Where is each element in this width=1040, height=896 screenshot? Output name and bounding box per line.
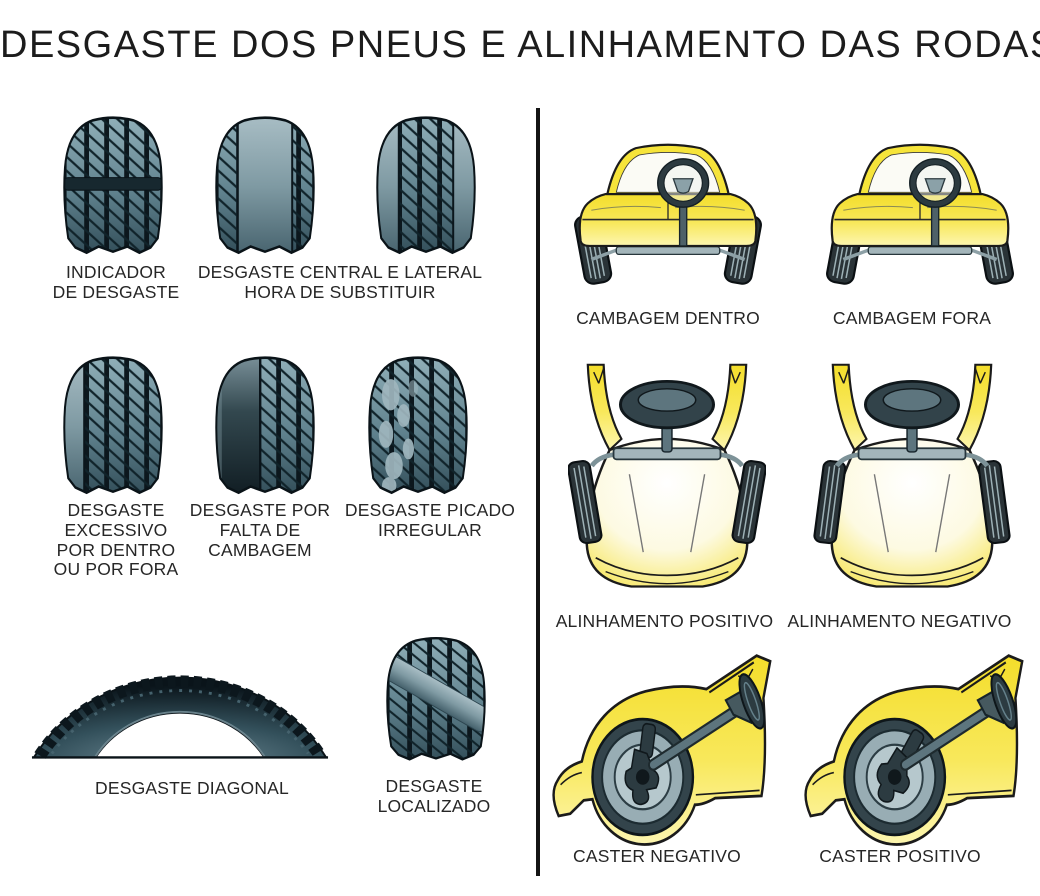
caption-caster-positivo: CASTER POSITIVO	[819, 846, 981, 866]
divider-line	[536, 108, 540, 876]
caption-desgaste-falta-cambagem: DESGASTE POR FALTA DE CAMBAGEM	[189, 500, 331, 560]
tire-wear-indicator-figure	[62, 116, 164, 255]
caption-cambagem-dentro: CAMBAGEM DENTRO	[576, 308, 760, 328]
caption-indicador-de-desgaste: INDICADOR DE DESGASTE	[52, 262, 180, 302]
car-camber-out-figure	[826, 143, 1014, 285]
caption-desgaste-picado: DESGASTE PICADO IRREGULAR	[344, 500, 516, 540]
caption-alinhamento-negativo: ALINHAMENTO NEGATIVO	[787, 611, 1012, 631]
caption-desgaste-diagonal: DESGASTE DIAGONAL	[94, 778, 289, 798]
caption-caster-negativo: CASTER NEGATIVO	[573, 846, 741, 866]
caption-cambagem-fora: CAMBAGEM FORA	[832, 308, 992, 328]
caption-desgaste-central-lateral: DESGASTE CENTRAL E LATERAL HORA DE SUBST…	[197, 262, 483, 302]
caption-desgaste-localizado: DESGASTE LOCALIZADO	[377, 776, 491, 816]
car-caster-positive-figure	[804, 654, 1024, 846]
tire-lateral-wear-figure	[375, 116, 477, 255]
tire-irregular-patch-wear-figure	[367, 356, 469, 495]
car-camber-in-figure	[574, 143, 762, 285]
car-caster-negative-figure	[552, 654, 772, 846]
tire-central-wear-figure	[214, 116, 316, 255]
car-toe-negative-figure	[813, 363, 1011, 588]
page-title: DESGASTE DOS PNEUS E ALINHAMENTO DAS ROD…	[0, 24, 1040, 66]
tire-camber-wear-figure	[214, 356, 316, 495]
caption-desgaste-excessivo: DESGASTE EXCESSIVO POR DENTRO OU POR FOR…	[53, 500, 179, 580]
tire-inner-outer-wear-figure	[62, 356, 164, 495]
car-toe-positive-figure	[568, 363, 766, 588]
tire-diagonal-wear-figure	[31, 675, 329, 759]
tire-localized-wear-figure	[386, 637, 486, 761]
caption-alinhamento-positivo: ALINHAMENTO POSITIVO	[555, 611, 774, 631]
